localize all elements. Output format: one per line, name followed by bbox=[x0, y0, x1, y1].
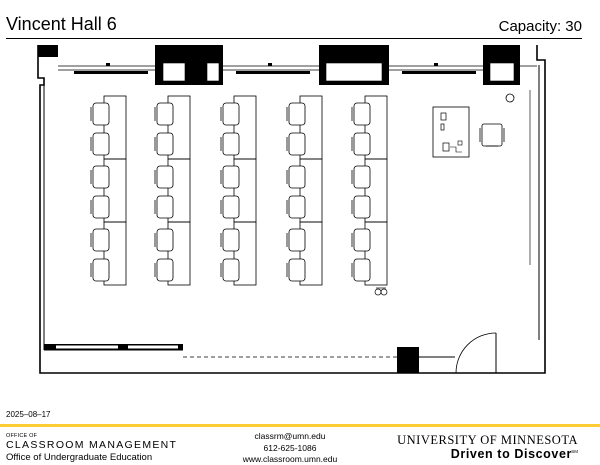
plan-date: 2025–08–17 bbox=[6, 410, 51, 419]
office-of-label: OFFICE OF bbox=[6, 433, 38, 439]
chair bbox=[288, 258, 306, 282]
office-name: CLASSROOM MANAGEMENT bbox=[6, 439, 178, 451]
contact-website[interactable]: www.classroom.umn.edu bbox=[242, 454, 338, 464]
service-mark: SM bbox=[571, 449, 578, 454]
chair bbox=[222, 132, 240, 156]
chair bbox=[288, 132, 306, 156]
bottom-left-block-gap-2 bbox=[128, 345, 178, 349]
instructor-chair bbox=[479, 123, 505, 147]
pillar-1-void-b bbox=[206, 62, 220, 82]
chair bbox=[353, 228, 371, 252]
chair bbox=[222, 102, 240, 126]
chair bbox=[222, 258, 240, 282]
wheelchair-accessible-icon bbox=[374, 287, 388, 296]
bottom-right-column bbox=[397, 347, 419, 373]
chair bbox=[156, 102, 174, 126]
seating bbox=[90, 95, 388, 286]
chair bbox=[222, 228, 240, 252]
chair bbox=[353, 165, 371, 189]
chair bbox=[288, 165, 306, 189]
table bbox=[233, 221, 257, 286]
contact-phone: 612-625-1086 bbox=[263, 443, 317, 453]
chair bbox=[156, 195, 174, 219]
university-slogan: Driven to Discover bbox=[450, 447, 572, 461]
windows bbox=[58, 65, 537, 71]
chair bbox=[222, 165, 240, 189]
room-capacity: Capacity: 30 bbox=[498, 18, 582, 35]
instructor-station bbox=[432, 106, 470, 158]
pillar-3-void bbox=[489, 62, 515, 82]
contact-email[interactable]: classrm@umn.edu bbox=[254, 431, 326, 441]
chair bbox=[156, 258, 174, 282]
chair bbox=[288, 195, 306, 219]
chair bbox=[353, 132, 371, 156]
chair bbox=[353, 102, 371, 126]
chair bbox=[156, 228, 174, 252]
chair bbox=[288, 102, 306, 126]
floor-plan bbox=[37, 45, 546, 374]
table bbox=[364, 221, 388, 286]
chair bbox=[92, 165, 110, 189]
table bbox=[299, 221, 323, 286]
chair bbox=[92, 195, 110, 219]
top-left-column bbox=[38, 45, 58, 57]
chair bbox=[353, 195, 371, 219]
wall-thermostat-icon bbox=[505, 93, 515, 103]
chair bbox=[156, 132, 174, 156]
chair bbox=[92, 228, 110, 252]
chair bbox=[156, 165, 174, 189]
chair bbox=[222, 195, 240, 219]
door-swing bbox=[455, 332, 497, 374]
title-divider bbox=[6, 38, 582, 39]
wall-outline bbox=[37, 45, 546, 374]
room-name: Vincent Hall 6 bbox=[6, 14, 117, 34]
pillar-1-void-a bbox=[162, 62, 186, 82]
table bbox=[167, 221, 191, 286]
ceiling-lights bbox=[74, 63, 476, 74]
chair bbox=[288, 228, 306, 252]
footer-divider bbox=[0, 424, 600, 427]
pillar-2-void bbox=[325, 62, 383, 82]
office-subtitle: Office of Undergraduate Education bbox=[6, 452, 153, 463]
table bbox=[103, 221, 127, 286]
chair bbox=[92, 102, 110, 126]
chair bbox=[353, 258, 371, 282]
chair bbox=[92, 258, 110, 282]
chair bbox=[92, 132, 110, 156]
bottom-left-block-gap bbox=[56, 345, 118, 349]
university-name: UNIVERSITY OF MINNESOTA bbox=[397, 433, 578, 447]
